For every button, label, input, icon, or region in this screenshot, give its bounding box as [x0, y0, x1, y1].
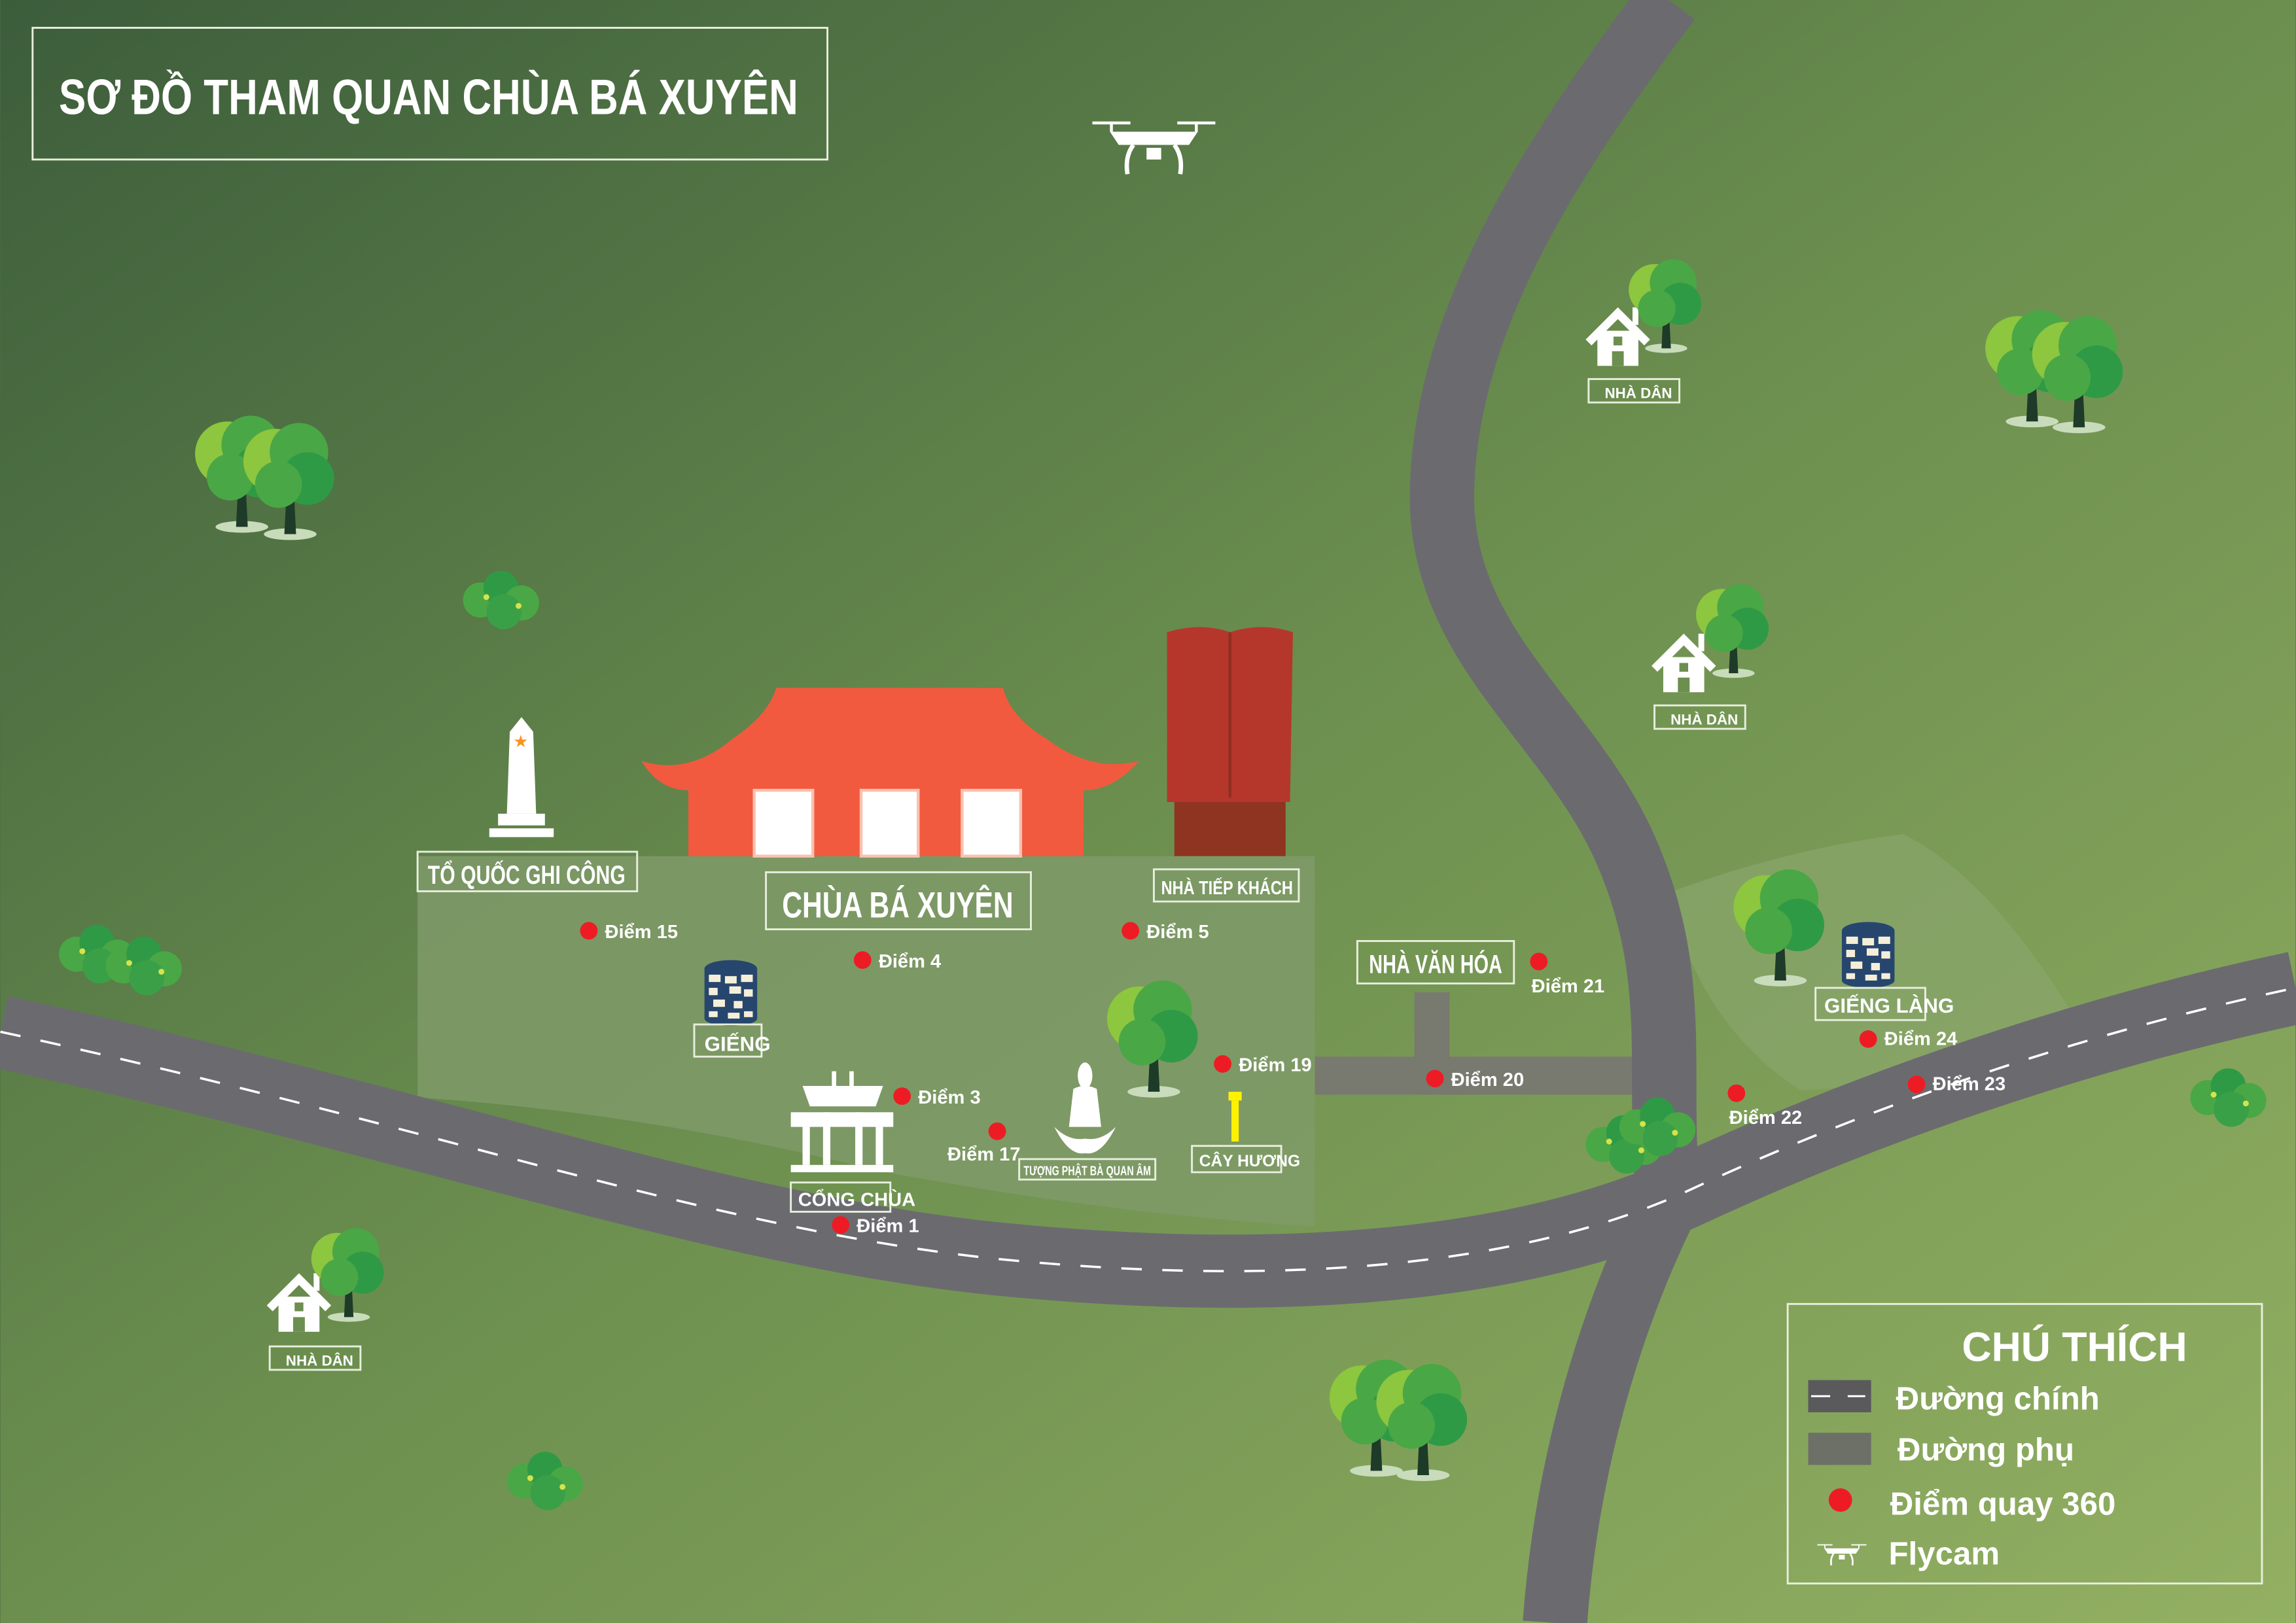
point-23[interactable]: Điểm 23 — [1907, 1074, 2006, 1095]
svg-text:GIẾNG: GIẾNG — [705, 1032, 771, 1055]
svg-text:Điểm quay 360: Điểm quay 360 — [1890, 1486, 2116, 1522]
svg-text:CHÙA BÁ XUYÊN: CHÙA BÁ XUYÊN — [782, 884, 1013, 926]
svg-text:Flycam: Flycam — [1888, 1536, 2000, 1572]
legend: CHÚ THÍCH Đường chính Đường phụ Điểm qua… — [1786, 1302, 2263, 1585]
svg-text:NHÀ VĂN HÓA: NHÀ VĂN HÓA — [1369, 949, 1502, 979]
label-nha-tiep-khach[interactable]: NHÀ TIẾP KHÁCH — [1152, 868, 1300, 903]
svg-text:Điểm 22: Điểm 22 — [1729, 1108, 1803, 1128]
legend-title: CHÚ THÍCH — [1962, 1325, 2187, 1370]
legend-side-road: Đường phụ — [1808, 1432, 2074, 1468]
legend-main-road: Đường chính — [1808, 1380, 2100, 1416]
point-17[interactable]: Điểm 17 — [947, 1122, 1021, 1165]
map-title: SƠ ĐỒ THAM QUAN CHÙA BÁ XUYÊN — [31, 27, 829, 161]
guest-house-building[interactable] — [1167, 627, 1293, 856]
svg-text:Điểm 20: Điểm 20 — [1451, 1070, 1525, 1091]
point-20[interactable]: Điểm 20 — [1426, 1070, 1525, 1091]
svg-text:NHÀ DÂN: NHÀ DÂN — [1670, 711, 1738, 727]
side-road[interactable] — [1315, 992, 1674, 1095]
point-21[interactable]: Điểm 21 — [1530, 952, 1605, 997]
legend-point360: Điểm quay 360 — [1828, 1486, 2116, 1522]
buddha-statue-icon — [1054, 1062, 1116, 1154]
svg-text:GIẾNG LÀNG: GIẾNG LÀNG — [1824, 994, 1954, 1017]
svg-text:Điểm 4: Điểm 4 — [879, 951, 942, 972]
svg-text:TỔ QUỐC GHI CÔNG: TỔ QUỐC GHI CÔNG — [428, 859, 626, 890]
well-icon — [704, 960, 758, 1026]
village-house-1[interactable]: NHÀ DÂN — [1585, 259, 1702, 404]
label-cay-huong[interactable]: CÂY HƯƠNG — [1191, 1145, 1301, 1174]
point-15[interactable]: Điểm 15 — [580, 922, 678, 943]
temple-gate-icon — [790, 1071, 894, 1172]
point-19[interactable]: Điểm 19 — [1214, 1055, 1312, 1076]
svg-text:Điểm 1: Điểm 1 — [857, 1216, 919, 1237]
svg-text:TƯỢNG PHẬT BÀ QUAN ÂM: TƯỢNG PHẬT BÀ QUAN ÂM — [1023, 1162, 1151, 1178]
svg-text:Điểm 3: Điểm 3 — [918, 1087, 980, 1108]
label-nha-van-hoa[interactable]: NHÀ VĂN HÓA — [1356, 940, 1515, 985]
point-4[interactable]: Điểm 4 — [853, 951, 942, 972]
incense-pillar-icon — [1228, 1091, 1242, 1142]
svg-text:★: ★ — [514, 733, 527, 750]
legend-flycam: Flycam — [1816, 1536, 2000, 1572]
point-24[interactable]: Điểm 24 — [1859, 1028, 1958, 1049]
svg-text:Đường chính: Đường chính — [1896, 1380, 2100, 1416]
label-to-quoc-ghi-cong[interactable]: TỔ QUỐC GHI CÔNG — [416, 850, 639, 892]
svg-text:Điểm 21: Điểm 21 — [1532, 976, 1605, 997]
point-5[interactable]: Điểm 5 — [1122, 922, 1209, 943]
point-22[interactable]: Điểm 22 — [1727, 1084, 1803, 1128]
point-1[interactable]: Điểm 1 — [832, 1216, 919, 1237]
svg-text:Điểm 17: Điểm 17 — [947, 1144, 1021, 1165]
svg-text:NHÀ DÂN: NHÀ DÂN — [1604, 385, 1672, 402]
svg-text:Điểm 24: Điểm 24 — [1884, 1028, 1958, 1049]
svg-text:NHÀ TIẾP KHÁCH: NHÀ TIẾP KHÁCH — [1161, 877, 1293, 899]
point-3[interactable]: Điểm 3 — [893, 1087, 981, 1108]
svg-text:Điểm 19: Điểm 19 — [1239, 1055, 1312, 1076]
label-cong-chua[interactable]: CỔNG CHÙA — [790, 1181, 915, 1213]
svg-text:CỔNG CHÙA: CỔNG CHÙA — [798, 1188, 915, 1210]
svg-text:Điểm 5: Điểm 5 — [1146, 922, 1209, 943]
label-gieng-lang[interactable]: GIẾNG LÀNG — [1814, 986, 1954, 1021]
map-title-text: SƠ ĐỒ THAM QUAN CHÙA BÁ XUYÊN — [59, 69, 798, 125]
label-chua-ba-xuyen[interactable]: CHÙA BÁ XUYÊN — [765, 871, 1032, 931]
svg-text:Điểm 15: Điểm 15 — [605, 922, 679, 943]
village-house-2[interactable]: NHÀ DÂN — [1651, 584, 1769, 730]
temple-building[interactable] — [641, 688, 1140, 858]
village-well-icon — [1841, 922, 1895, 988]
svg-text:Điểm 23: Điểm 23 — [1933, 1074, 2006, 1095]
village-house-3[interactable]: NHÀ DÂN — [266, 1228, 384, 1371]
label-tuong-phat[interactable]: TƯỢNG PHẬT BÀ QUAN ÂM — [1018, 1158, 1157, 1181]
temple-yard — [417, 856, 1315, 1227]
memorial-obelisk-icon: ★ — [489, 717, 554, 837]
svg-text:NHÀ DÂN: NHÀ DÂN — [286, 1352, 353, 1369]
label-gieng[interactable]: GIẾNG — [693, 1023, 771, 1058]
svg-text:Đường phụ: Đường phụ — [1898, 1432, 2074, 1468]
svg-text:CÂY HƯƠNG: CÂY HƯƠNG — [1199, 1152, 1300, 1170]
